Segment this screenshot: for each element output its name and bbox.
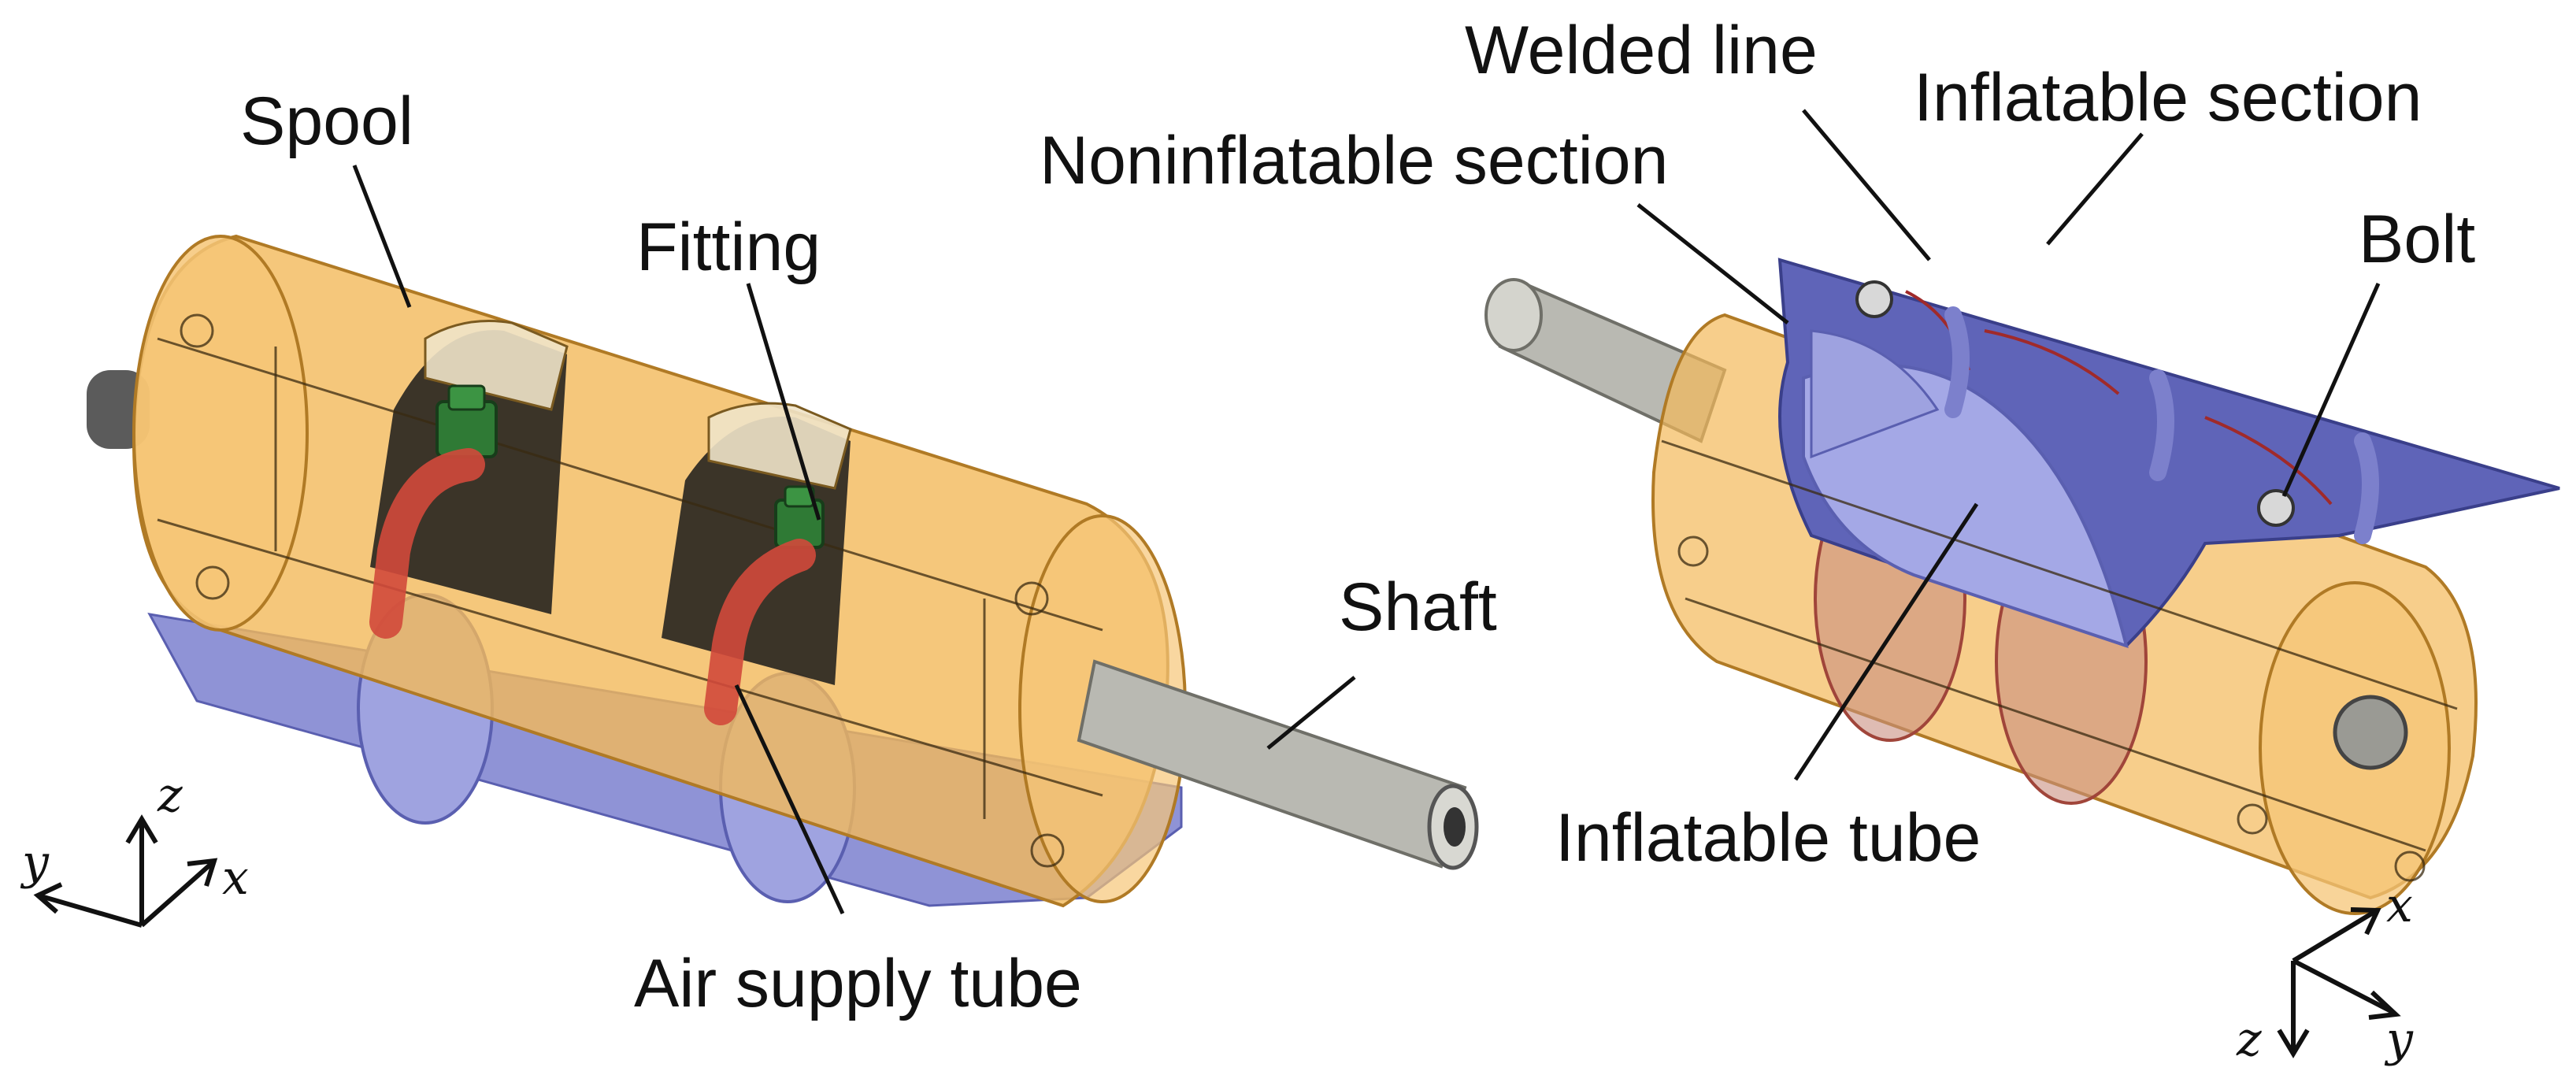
label-spool: Spool [240,83,413,159]
right-bolt-2 [2257,489,2295,527]
axis-right-z-head [2277,1029,2310,1058]
left-bolt-hole-1 [180,313,214,348]
right-bolt-1 [1855,280,1893,318]
axis-left-y-head [33,882,63,914]
left-bolt-hole-3 [1014,581,1049,616]
leader-air-supply-tube [734,684,845,915]
axis-left-y-arrow [40,894,143,928]
axis-left-x-arrow [140,862,213,928]
right-welded-line-2 [1984,329,2120,395]
label-welded-line: Welded line [1465,13,1818,88]
leader-shaft [1266,676,1356,750]
left-spool-edge-1 [157,337,1103,632]
left-shaft [1077,659,1467,869]
left-spool-edge-2 [157,518,1103,797]
axis-left-x-label: x [222,851,249,906]
left-fitting-1 [436,384,498,458]
axes-left: z x y [20,768,249,928]
right-bolt-hole-2 [2237,803,2268,835]
leader-inflatable-section [2046,132,2144,246]
right-welded-line-3 [2204,416,2333,506]
right-bolt-hole-1 [1677,536,1709,567]
leader-noninflatable-section [1636,203,1789,324]
left-air-tube-2 [704,539,816,725]
axis-right-y-arrow [2292,958,2394,1014]
left-shaft-bore [1444,807,1466,847]
left-bolt-hole-4 [1030,833,1065,868]
left-window-1-top [424,320,569,411]
left-air-tube-1 [369,448,485,639]
axis-right-x-label: x [2386,878,2413,933]
right-spool-edge-1 [1661,439,2458,710]
right-shaft-stub [2333,695,2408,770]
left-assembly [87,234,1479,908]
axis-left-x-head [187,858,218,887]
left-spool-end-cap [132,235,309,632]
leader-bolt [2281,282,2381,498]
right-ridge-1 [1944,306,1970,418]
label-noninflatable-section: Noninflatable section [1040,123,1668,198]
axes-right: x y z [2236,878,2414,1067]
label-fitting: Fitting [636,209,821,285]
right-membrane-inflatable [1802,363,2129,649]
right-ridge-2 [2149,369,2174,481]
axis-right-x-arrow [2292,910,2376,963]
left-window-2-top [707,402,852,490]
axis-left-z-label: z [157,768,183,823]
right-spool-edge-2 [1685,597,2426,852]
label-shaft: Shaft [1339,569,1497,645]
leader-welded-line [1802,109,1931,261]
right-bolt-hole-3 [2394,851,2426,882]
leader-spool [352,165,412,308]
label-inflatable-tube: Inflatable tube [1555,800,1981,876]
right-ridge-3 [2354,432,2379,544]
axis-right-x-head [2350,907,2381,936]
label-bolt: Bolt [2359,202,2475,277]
axis-left-y-label: y [20,835,50,890]
leader-inflatable-tube [1793,502,1979,781]
axis-right-y-head [2368,990,2401,1020]
axis-left-z-head [125,814,158,844]
label-inflatable-section: Inflatable section [1914,60,2422,135]
right-membrane-front [1810,329,1940,459]
axis-right-z-label: z [2236,1012,2262,1067]
axis-right-y-label: y [2384,1012,2414,1067]
left-bolt-hole-2 [195,565,230,600]
right-assembly [1484,258,2560,915]
label-air-supply-tube: Air supply tube [634,946,1082,1021]
right-shaft-end [1484,278,1543,352]
leader-lines [352,109,2381,915]
labels: Spool Fitting Shaft Air supply tube Weld… [240,13,2475,1021]
left-window-2 [662,417,851,685]
leader-fitting [746,283,821,521]
